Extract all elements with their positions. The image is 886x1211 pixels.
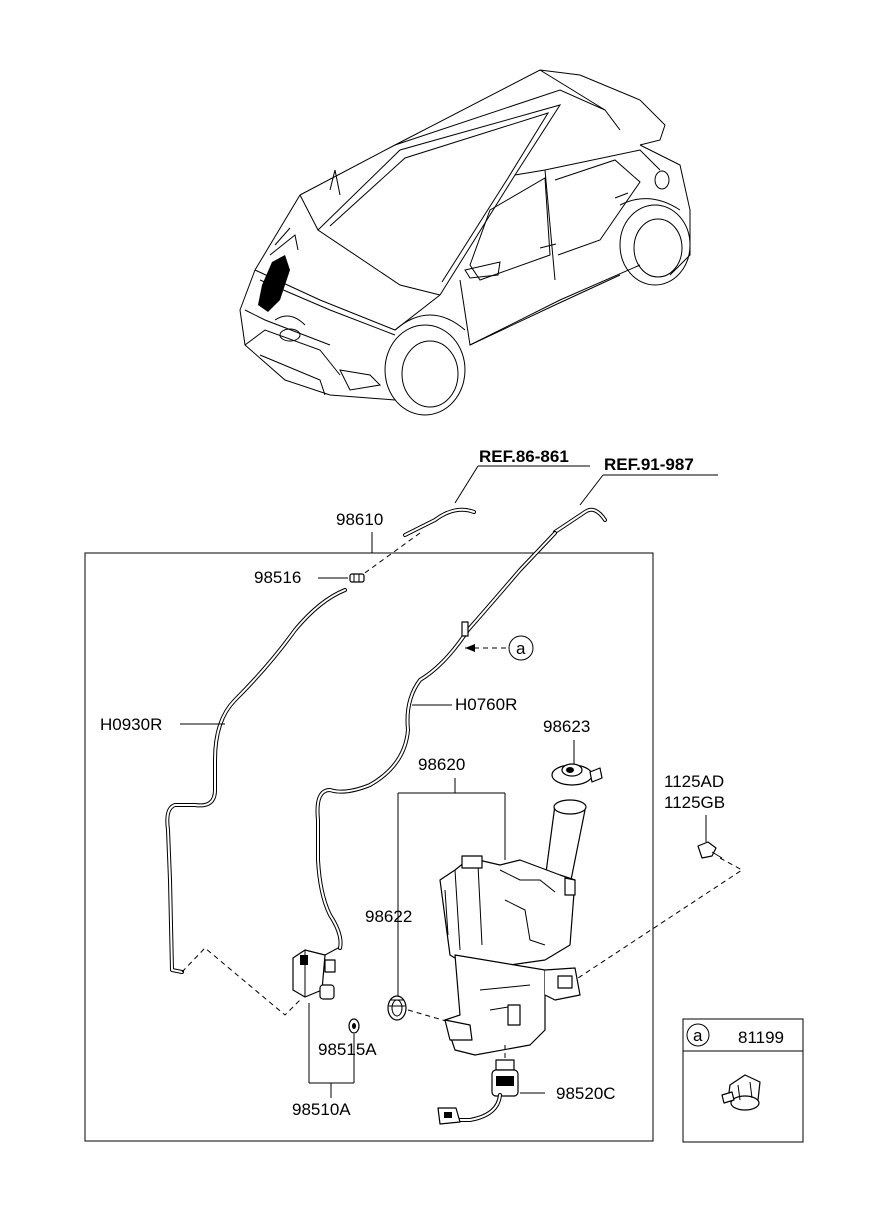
pump-seal-icon[interactable] — [348, 1018, 360, 1034]
hose-h0760r[interactable] — [315, 531, 557, 950]
reservoir-cap-icon[interactable] — [551, 763, 603, 786]
hose-clip-icon — [461, 621, 469, 637]
label-98623[interactable]: 98623 — [543, 717, 590, 736]
inset-marker-label: a — [693, 1026, 703, 1045]
inset-81199 — [682, 1018, 804, 1143]
inset-marker — [686, 1023, 710, 1047]
ref-wiper-label[interactable]: REF.91-987 — [604, 455, 694, 474]
ref-hood-label[interactable]: REF.86-861 — [479, 447, 569, 466]
main-assembly-frame — [84, 552, 654, 1142]
hose-h0930r[interactable] — [165, 588, 347, 974]
wiper-nozzle-hose — [553, 507, 607, 534]
vehicle-illustration — [239, 69, 691, 416]
reference-leaders — [454, 465, 718, 506]
washer-reservoir-icon[interactable] — [439, 799, 587, 1056]
label-98520c[interactable]: 98520C — [556, 1084, 616, 1103]
label-98610[interactable]: 98610 — [336, 510, 383, 529]
label-1125ad[interactable]: 1125AD — [664, 772, 724, 791]
level-sensor-icon[interactable] — [437, 1059, 519, 1125]
grommet-icon[interactable] — [387, 995, 407, 1021]
hose-clip-81199-icon[interactable] — [721, 1074, 761, 1111]
hose-connector[interactable] — [349, 573, 365, 583]
washer-pump-icon[interactable] — [292, 947, 339, 1000]
label-98622[interactable]: 98622 — [365, 907, 412, 926]
callout-a-label: a — [516, 639, 526, 658]
label-98516[interactable]: 98516 — [254, 568, 301, 587]
label-1125gb[interactable]: 1125GB — [664, 793, 725, 812]
label-98620[interactable]: 98620 — [418, 755, 465, 774]
label-h0760r[interactable]: H0760R — [455, 695, 517, 714]
bolt-icon[interactable] — [697, 841, 723, 859]
label-h0930r[interactable]: H0930R — [100, 715, 162, 734]
inset-part-number[interactable]: 81199 — [738, 1028, 784, 1047]
hood-nozzle-hose — [403, 507, 476, 537]
callout-a-marker[interactable] — [508, 635, 534, 661]
label-98515a[interactable]: 98515A — [318, 1040, 377, 1059]
label-98510a[interactable]: 98510A — [292, 1100, 351, 1119]
